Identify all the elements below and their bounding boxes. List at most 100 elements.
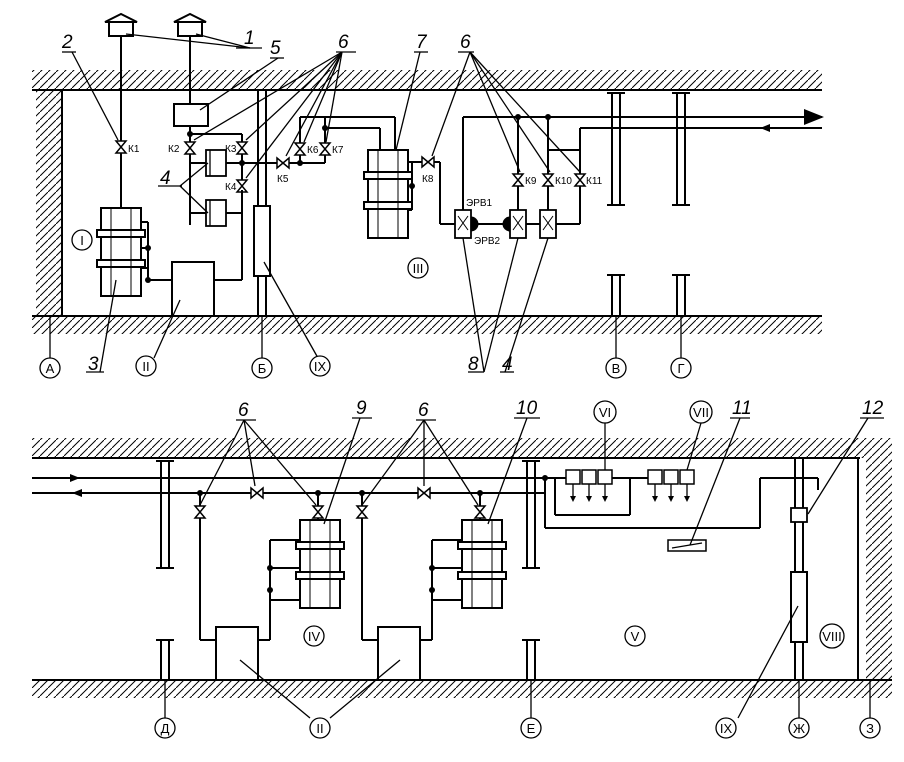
valve-k10 <box>542 173 554 187</box>
axis-marker-z: З <box>859 717 881 739</box>
label-k9: К9 <box>525 176 537 187</box>
axis-marker-e: Е <box>520 717 542 739</box>
oil-separator-4b <box>205 199 227 227</box>
valve-k9 <box>512 173 524 187</box>
label-erv2: ЭРВ2 <box>474 236 501 247</box>
label-k8: К8 <box>422 174 434 185</box>
axis-marker-d: Д <box>154 717 176 739</box>
room-marker-5: V <box>624 625 646 647</box>
callout-10: 10 <box>516 398 538 419</box>
receiver-2-top <box>171 261 215 317</box>
label-k6: К6 <box>307 145 319 156</box>
valve-bottom-4 <box>356 505 368 519</box>
erv-3 <box>539 209 557 239</box>
callout-4a: 4 <box>160 168 171 189</box>
top-floor-hatch <box>32 316 822 334</box>
bottom-right-wall-hatch <box>866 458 892 680</box>
valve-k8 <box>421 156 435 168</box>
axis-marker-v: В <box>605 357 627 379</box>
callout-5: 5 <box>270 38 281 59</box>
label-k2: К2 <box>168 144 180 155</box>
room-marker-2-top: II <box>135 355 157 377</box>
callout-2: 2 <box>61 32 73 53</box>
valve-k2 <box>184 141 196 155</box>
bottom-leaders <box>199 417 869 719</box>
callout-3: 3 <box>88 354 99 375</box>
svg-text:VIII: VIII <box>822 629 842 644</box>
svg-text:Г: Г <box>677 361 684 376</box>
callout-6d: 6 <box>418 400 429 421</box>
room-marker-2-bottom: II <box>309 717 331 739</box>
axis-marker-g: Г <box>670 357 692 379</box>
svg-text:IX: IX <box>720 721 733 736</box>
oil-separator-4a <box>205 149 227 177</box>
callout-4b: 4 <box>502 354 513 375</box>
label-k4: К4 <box>225 182 237 193</box>
callout-8: 8 <box>468 354 479 375</box>
cooler-group-6 <box>565 469 613 502</box>
label-k7: К7 <box>332 145 344 156</box>
erv-2 <box>509 209 527 239</box>
callout-11: 11 <box>732 398 752 419</box>
svg-text:Д: Д <box>161 721 170 736</box>
erv-1 <box>454 209 472 239</box>
callout-12: 12 <box>862 398 884 419</box>
room-marker-1: I <box>71 229 93 251</box>
vessel-3 <box>96 207 146 297</box>
svg-text:IX: IX <box>314 359 327 374</box>
room-marker-8: VIII <box>819 623 845 649</box>
bottom-floor-hatch <box>32 680 892 698</box>
room-marker-9-top: IX <box>309 355 331 377</box>
callout-6a: 6 <box>338 32 349 53</box>
top-leaders <box>71 33 581 373</box>
top-building: 1 2 3 4 4 5 6 6 7 8 К1 К2 К3 К4 К5 К6 К7… <box>32 13 824 379</box>
unit-9-bottom <box>790 571 808 643</box>
svg-text:А: А <box>46 361 55 376</box>
svg-text:VII: VII <box>693 405 709 420</box>
top-left-wall-hatch <box>36 90 62 316</box>
valve-bottom-6 <box>474 505 486 519</box>
valve-bottom-1 <box>194 505 206 519</box>
axis-marker-a: А <box>39 357 61 379</box>
vessel-9 <box>295 519 345 609</box>
svg-text:III: III <box>413 261 424 276</box>
callout-6b: 6 <box>460 32 471 53</box>
receiver-2-bottom-middle <box>377 626 421 681</box>
svg-text:Ж: Ж <box>793 721 805 736</box>
axis-marker-b: Б <box>251 357 273 379</box>
room-marker-7: VII <box>689 400 713 424</box>
valve-bottom-5 <box>417 487 431 499</box>
svg-text:I: I <box>80 233 84 248</box>
axis-marker-zh: Ж <box>788 717 810 739</box>
vessel-10 <box>457 519 507 609</box>
cooler-group-7 <box>647 469 695 502</box>
label-k3: К3 <box>225 144 237 155</box>
column-v-top <box>607 92 625 316</box>
callout-1: 1 <box>244 28 255 49</box>
erv-1-head <box>470 216 479 232</box>
callout-6c: 6 <box>238 400 249 421</box>
svg-text:В: В <box>612 361 621 376</box>
valve-k1 <box>115 140 127 154</box>
callout-9: 9 <box>356 398 367 419</box>
label-k11: К11 <box>586 176 603 187</box>
top-ceiling-hatch <box>32 70 822 90</box>
room-marker-4: IV <box>303 625 325 647</box>
valve-k6 <box>294 142 306 156</box>
vessel-7 <box>363 149 413 239</box>
exhaust-head-2 <box>173 13 207 37</box>
room-marker-3: III <box>407 257 429 279</box>
svg-text:З: З <box>866 721 874 736</box>
svg-text:IV: IV <box>308 629 321 644</box>
label-k5: К5 <box>277 174 289 185</box>
valve-bottom-2 <box>250 487 264 499</box>
bottom-building: 6 6 9 10 11 12 VI VII IV V VIII <box>32 398 892 739</box>
valve-bottom-3 <box>312 505 324 519</box>
valve-k11 <box>574 173 586 187</box>
valve-k5 <box>276 157 290 169</box>
bottom-ceiling-hatch <box>32 438 892 458</box>
room-marker-6: VI <box>593 400 617 424</box>
svg-text:Б: Б <box>258 361 267 376</box>
room-marker-9-bottom: IX <box>715 717 737 739</box>
